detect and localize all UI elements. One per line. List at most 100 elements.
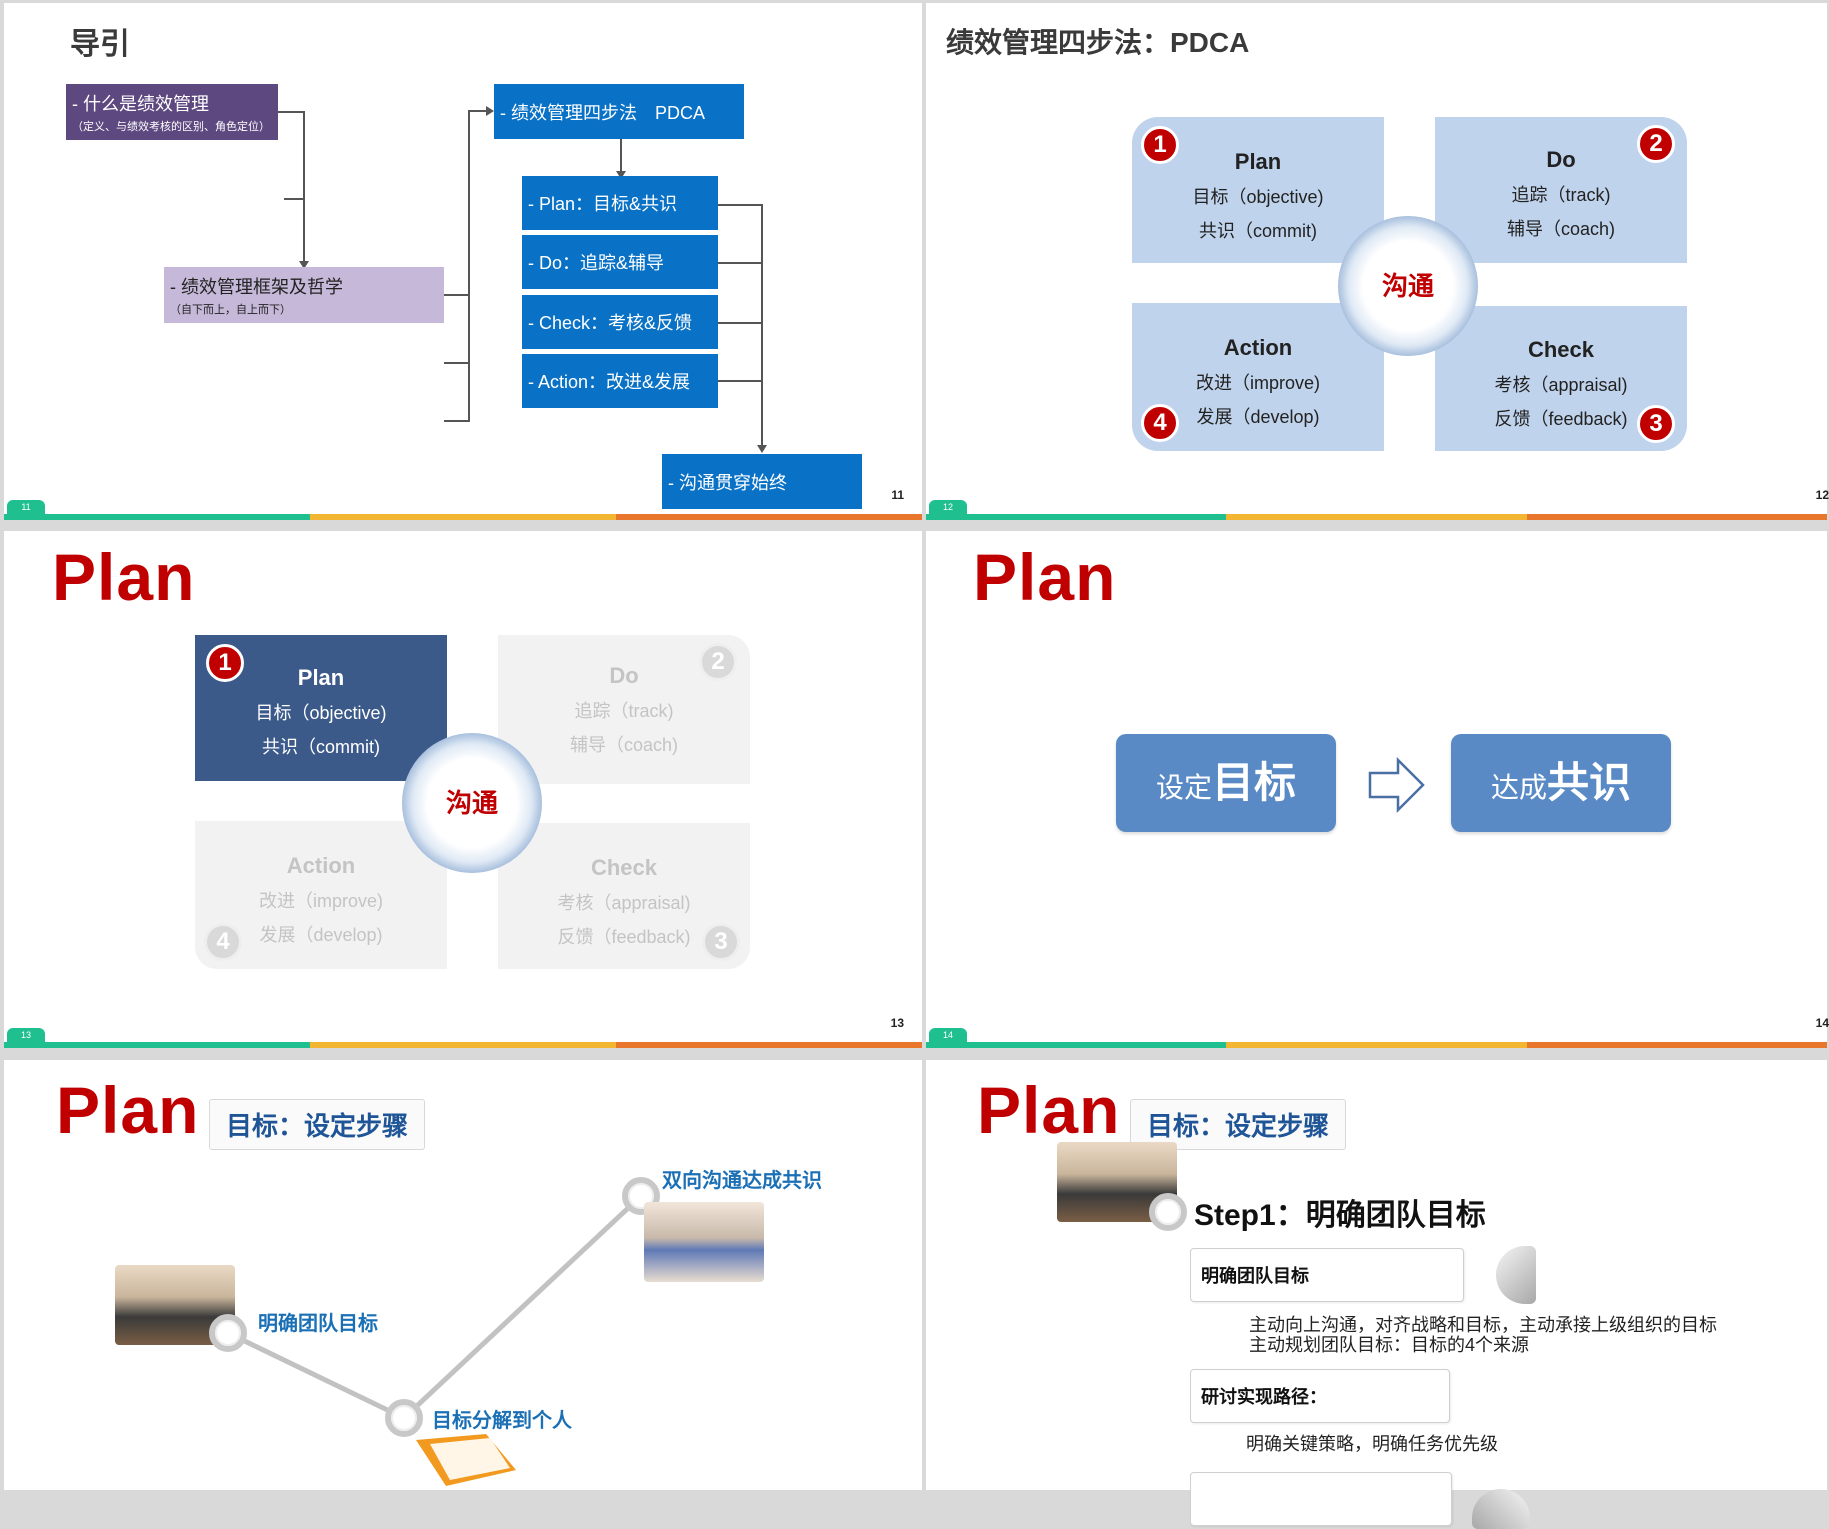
box-team-goal[interactable]: 明确团队目标 (1190, 1248, 1464, 1302)
slide-13[interactable]: Plan Plan 目标（objective) 共识（commit) Do 追踪… (4, 531, 922, 1048)
slide-tab: 11 (7, 500, 45, 515)
slide-11[interactable]: 导引 - 什么是绩效管理 （定义、与绩 (4, 3, 922, 520)
box-pdca[interactable]: - 绩效管理四步法 PDCA (494, 84, 744, 139)
quad-check[interactable]: Check 考核（appraisal) 反馈（feedback) (1435, 306, 1687, 451)
page-number: 11 (891, 488, 904, 502)
quad-plan-title: Plan (297, 665, 345, 690)
communication-cycle-icon: 沟通 (402, 733, 542, 873)
connector-lines (278, 106, 767, 453)
communication-cycle-icon: 沟通 (1338, 216, 1478, 356)
quad-action-title: Action (1223, 335, 1293, 360)
center-label: 沟通 (429, 760, 515, 846)
slide-title: Plan (52, 540, 196, 614)
quad-action-line1: 改进（improve) (258, 891, 383, 911)
set-goal-small: 设定 (1155, 772, 1212, 803)
quad-check-line2: 反馈（feedback) (1494, 409, 1628, 429)
step1-heading: Step1：明确团队目标 (1194, 1199, 1486, 1232)
label-split-goal: 目标分解到个人 (432, 1410, 572, 1432)
quad-action-title: Action (286, 853, 356, 878)
quad-plan[interactable]: Plan 目标（objective) 共识（commit) (195, 635, 447, 781)
step-node-1[interactable] (209, 1314, 247, 1352)
quad-check-title: Check (1527, 337, 1595, 362)
box-framework[interactable]: - 绩效管理框架及哲学 （自下而上，自上而下） (164, 267, 444, 323)
badge-1: 1 (206, 644, 244, 682)
text-plan-goals: 主动规划团队目标：目标的4个来源 (1249, 1335, 1530, 1355)
center-label: 沟通 (1365, 243, 1451, 329)
page-number: 13 (890, 1016, 904, 1030)
badge-4: 4 (1141, 404, 1179, 442)
box-what-label: - 什么是绩效管理 (72, 94, 209, 114)
slide-subtitle: 目标：设定步骤 (209, 1099, 426, 1150)
reach-consensus-button[interactable]: 达成共识 (1451, 734, 1671, 832)
arrow-right-icon (1368, 756, 1425, 814)
slide-12[interactable]: 绩效管理四步法：PDCA Plan 目标（objective) 共识（commi… (926, 3, 1829, 520)
curl-arrow-icon (1472, 1489, 1530, 1529)
label-team-goal: 明确团队目标 (258, 1313, 378, 1335)
discussion-photo (644, 1202, 764, 1282)
consensus-big: 共识 (1547, 759, 1632, 806)
badge-3: 3 (702, 923, 740, 961)
slide-grid: 导引 - 什么是绩效管理 （定义、与绩 (4, 3, 1829, 1529)
slide-16[interactable]: Plan 目标：设定步骤 Step1：明确团队目标 明确团队目标 主动向上沟通，… (926, 1060, 1827, 1529)
slide-tab: 14 (929, 1028, 967, 1043)
box-framework-sub: （自下而上，自上而下） (170, 304, 291, 316)
quad-plan-line1: 目标（objective) (1192, 187, 1324, 207)
quad-plan-line2: 共识（commit) (1199, 221, 1317, 241)
box-next[interactable] (1190, 1472, 1452, 1526)
footer-bar (926, 514, 1827, 520)
box-what-is-pm[interactable]: - 什么是绩效管理 （定义、与绩效考核的区别、角色定位） (66, 84, 278, 140)
quad-check-line1: 考核（appraisal) (1494, 375, 1628, 395)
box-step-action[interactable]: - Action：改进&发展 (522, 354, 718, 408)
folder-icon (416, 1434, 516, 1486)
quad-do-title: Do (1546, 147, 1576, 172)
quad-action-line1: 改进（improve) (1195, 373, 1320, 393)
label-consensus: 双向沟通达成共识 (662, 1170, 822, 1192)
quad-do-line2: 辅导（coach) (1506, 219, 1616, 239)
badge-2: 2 (699, 643, 737, 681)
quad-plan-line2: 共识（commit) (262, 737, 380, 757)
text-align-strategy: 主动向上沟通，对齐战略和目标，主动承接上级组织的目标 (1249, 1315, 1717, 1335)
set-goal-button[interactable]: 设定目标 (1116, 734, 1336, 832)
badge-1: 1 (1141, 126, 1179, 164)
quad-do-title: Do (609, 663, 639, 688)
badge-3: 3 (1637, 405, 1675, 443)
badge-2: 2 (1637, 125, 1675, 163)
quad-check-line2: 反馈（feedback) (557, 927, 691, 947)
quad-do-line1: 追踪（track) (574, 701, 674, 721)
box-step-plan[interactable]: - Plan：目标&共识 (522, 176, 718, 230)
quad-plan-title: Plan (1234, 149, 1282, 174)
slide-title: 绩效管理四步法：PDCA (946, 27, 1250, 58)
box-what-sub: （定义、与绩效考核的区别、角色定位） (72, 121, 270, 133)
box-framework-label: - 绩效管理框架及哲学 (170, 277, 343, 297)
slide-title: 导引 (70, 28, 130, 61)
slide-title: Plan (56, 1073, 200, 1147)
badge-4: 4 (204, 923, 242, 961)
step-node-2[interactable] (385, 1399, 423, 1437)
quad-do-line1: 追踪（track) (1511, 185, 1611, 205)
text-key-strategy: 明确关键策略，明确任务优先级 (1246, 1434, 1498, 1454)
slide-title: Plan (973, 540, 1117, 614)
footer-bar (926, 1042, 1827, 1048)
box-communication[interactable]: - 沟通贯穿始终 (662, 454, 862, 509)
slide-tab: 13 (7, 1028, 45, 1043)
quad-plan-line1: 目标（objective) (255, 703, 387, 723)
slide-subtitle: 目标：设定步骤 (1130, 1099, 1347, 1150)
set-goal-big: 目标 (1212, 759, 1297, 806)
page-number: 12 (1815, 488, 1829, 502)
slide-title: Plan (977, 1073, 1121, 1147)
quad-check-line1: 考核（appraisal) (557, 893, 691, 913)
quad-action-line2: 发展（develop) (1196, 407, 1320, 427)
quad-check-title: Check (590, 855, 658, 880)
slide-15[interactable]: Plan 目标：设定步骤 明确团队目标 目标分解到个人 双向沟通达成共识 (4, 1060, 922, 1490)
slide-tab: 12 (929, 500, 967, 515)
page-number: 14 (1815, 1016, 1829, 1030)
consensus-small: 达成 (1490, 772, 1547, 803)
footer-bar (4, 514, 922, 520)
box-step-check[interactable]: - Check：考核&反馈 (522, 295, 718, 349)
footer-bar (4, 1042, 922, 1048)
step-node[interactable] (1149, 1193, 1187, 1231)
box-path[interactable]: 研讨实现路径： (1190, 1369, 1450, 1423)
box-step-do[interactable]: - Do：追踪&辅导 (522, 235, 718, 289)
slide-14[interactable]: Plan 设定目标 达成共识 14 14 (926, 531, 1829, 1048)
curl-arrow-icon (1496, 1246, 1536, 1304)
